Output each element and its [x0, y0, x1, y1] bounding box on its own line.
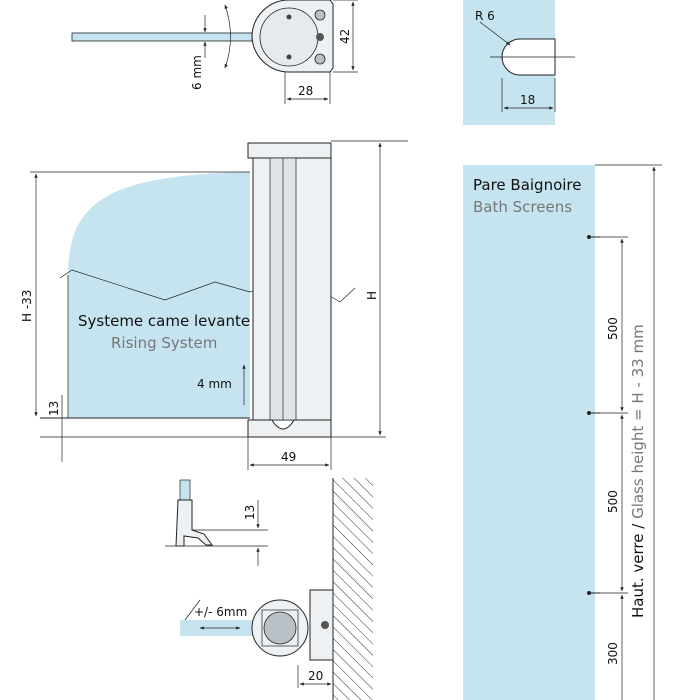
main-glass-panel [68, 172, 250, 418]
hinge-dim-28: 28 [298, 84, 313, 98]
wall-dim-6mm: +/- 6mm [194, 605, 247, 619]
wall-detail: +/- 6mm 20 [180, 478, 373, 700]
seal-detail: 13 [165, 479, 268, 566]
hinge-dim-6mm: 6 mm [190, 55, 204, 90]
screw-icon [316, 33, 324, 41]
screw-icon [321, 621, 329, 629]
screw-icon [314, 53, 326, 65]
wall-hinge-core [263, 611, 297, 645]
main-label-en: Rising System [111, 334, 217, 352]
main-dim-h: H [365, 291, 379, 300]
seal-profile [175, 499, 213, 547]
screw-icon [286, 14, 292, 20]
bath-dim-500-top: 500 [606, 317, 620, 340]
radius-detail: R 6 18 [463, 0, 575, 125]
bath-vertical-label-sep: / [629, 519, 647, 534]
seal-dim-13: 13 [243, 505, 257, 520]
top-hinge-detail: 6 mm 42 28 [71, 0, 358, 104]
screw-icon [286, 54, 292, 60]
bath-screen-panel: Pare Baignoire Bath Screens 500 500 300 … [463, 164, 662, 700]
main-dim-49: 49 [281, 450, 296, 464]
main-top-cap [247, 142, 332, 159]
bath-vertical-label: Haut. verre / Glass height = H - 33 mm [629, 324, 647, 618]
bath-dim-500-mid: 500 [606, 490, 620, 513]
rotation-arrow-icon [224, 4, 231, 69]
bath-vertical-label-fr: Haut. verre [629, 534, 647, 618]
screw-icon [314, 9, 326, 21]
bath-screen-title-fr: Pare Baignoire [473, 176, 582, 194]
main-profile-foot [247, 419, 332, 438]
main-dim-h33: H -33 [20, 290, 34, 322]
main-dim-13: 13 [47, 401, 61, 416]
bath-vertical-label-en: Glass height = H - 33 mm [629, 324, 647, 519]
bath-screen-glass [463, 165, 595, 700]
radius-dim-18: 18 [520, 93, 535, 107]
main-label-fr: Systeme came levante [78, 312, 250, 330]
main-dim-4mm: 4 mm [197, 377, 232, 391]
bath-screen-title-en: Bath Screens [473, 198, 572, 216]
radius-dim-r6: R 6 [475, 9, 495, 23]
hinge-glass-rod [71, 32, 253, 42]
main-elevation-view: Systeme came levante Rising System H -33… [20, 140, 408, 470]
wall-hatching [333, 478, 373, 700]
break-line [59, 269, 356, 303]
hinge-dim-42: 42 [338, 29, 352, 44]
bath-dim-300: 300 [606, 642, 620, 665]
wall-dim-20: 20 [308, 669, 323, 683]
